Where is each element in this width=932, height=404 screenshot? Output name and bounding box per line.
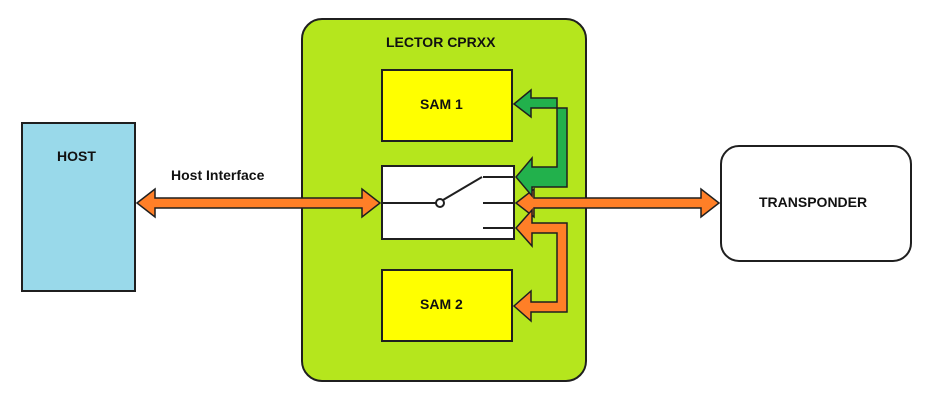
transponder-box: [720, 145, 912, 262]
sam2-link-arrow: [512, 208, 568, 323]
host-label: HOST: [57, 148, 96, 164]
reader-label: LECTOR CPRXX: [386, 34, 496, 50]
transponder-arrow: [514, 187, 721, 219]
sam1-link-arrow: [512, 88, 568, 199]
switch-symbol: [382, 176, 514, 229]
host-interface-arrow: [135, 187, 382, 219]
sam2-label: SAM 2: [420, 296, 463, 312]
sam1-label: SAM 1: [420, 96, 463, 112]
transponder-label: TRANSPONDER: [759, 194, 868, 210]
host-interface-label: Host Interface: [171, 167, 265, 183]
sam2-box: [381, 269, 513, 342]
sam1-box: [381, 69, 513, 142]
host-box: [21, 122, 136, 292]
